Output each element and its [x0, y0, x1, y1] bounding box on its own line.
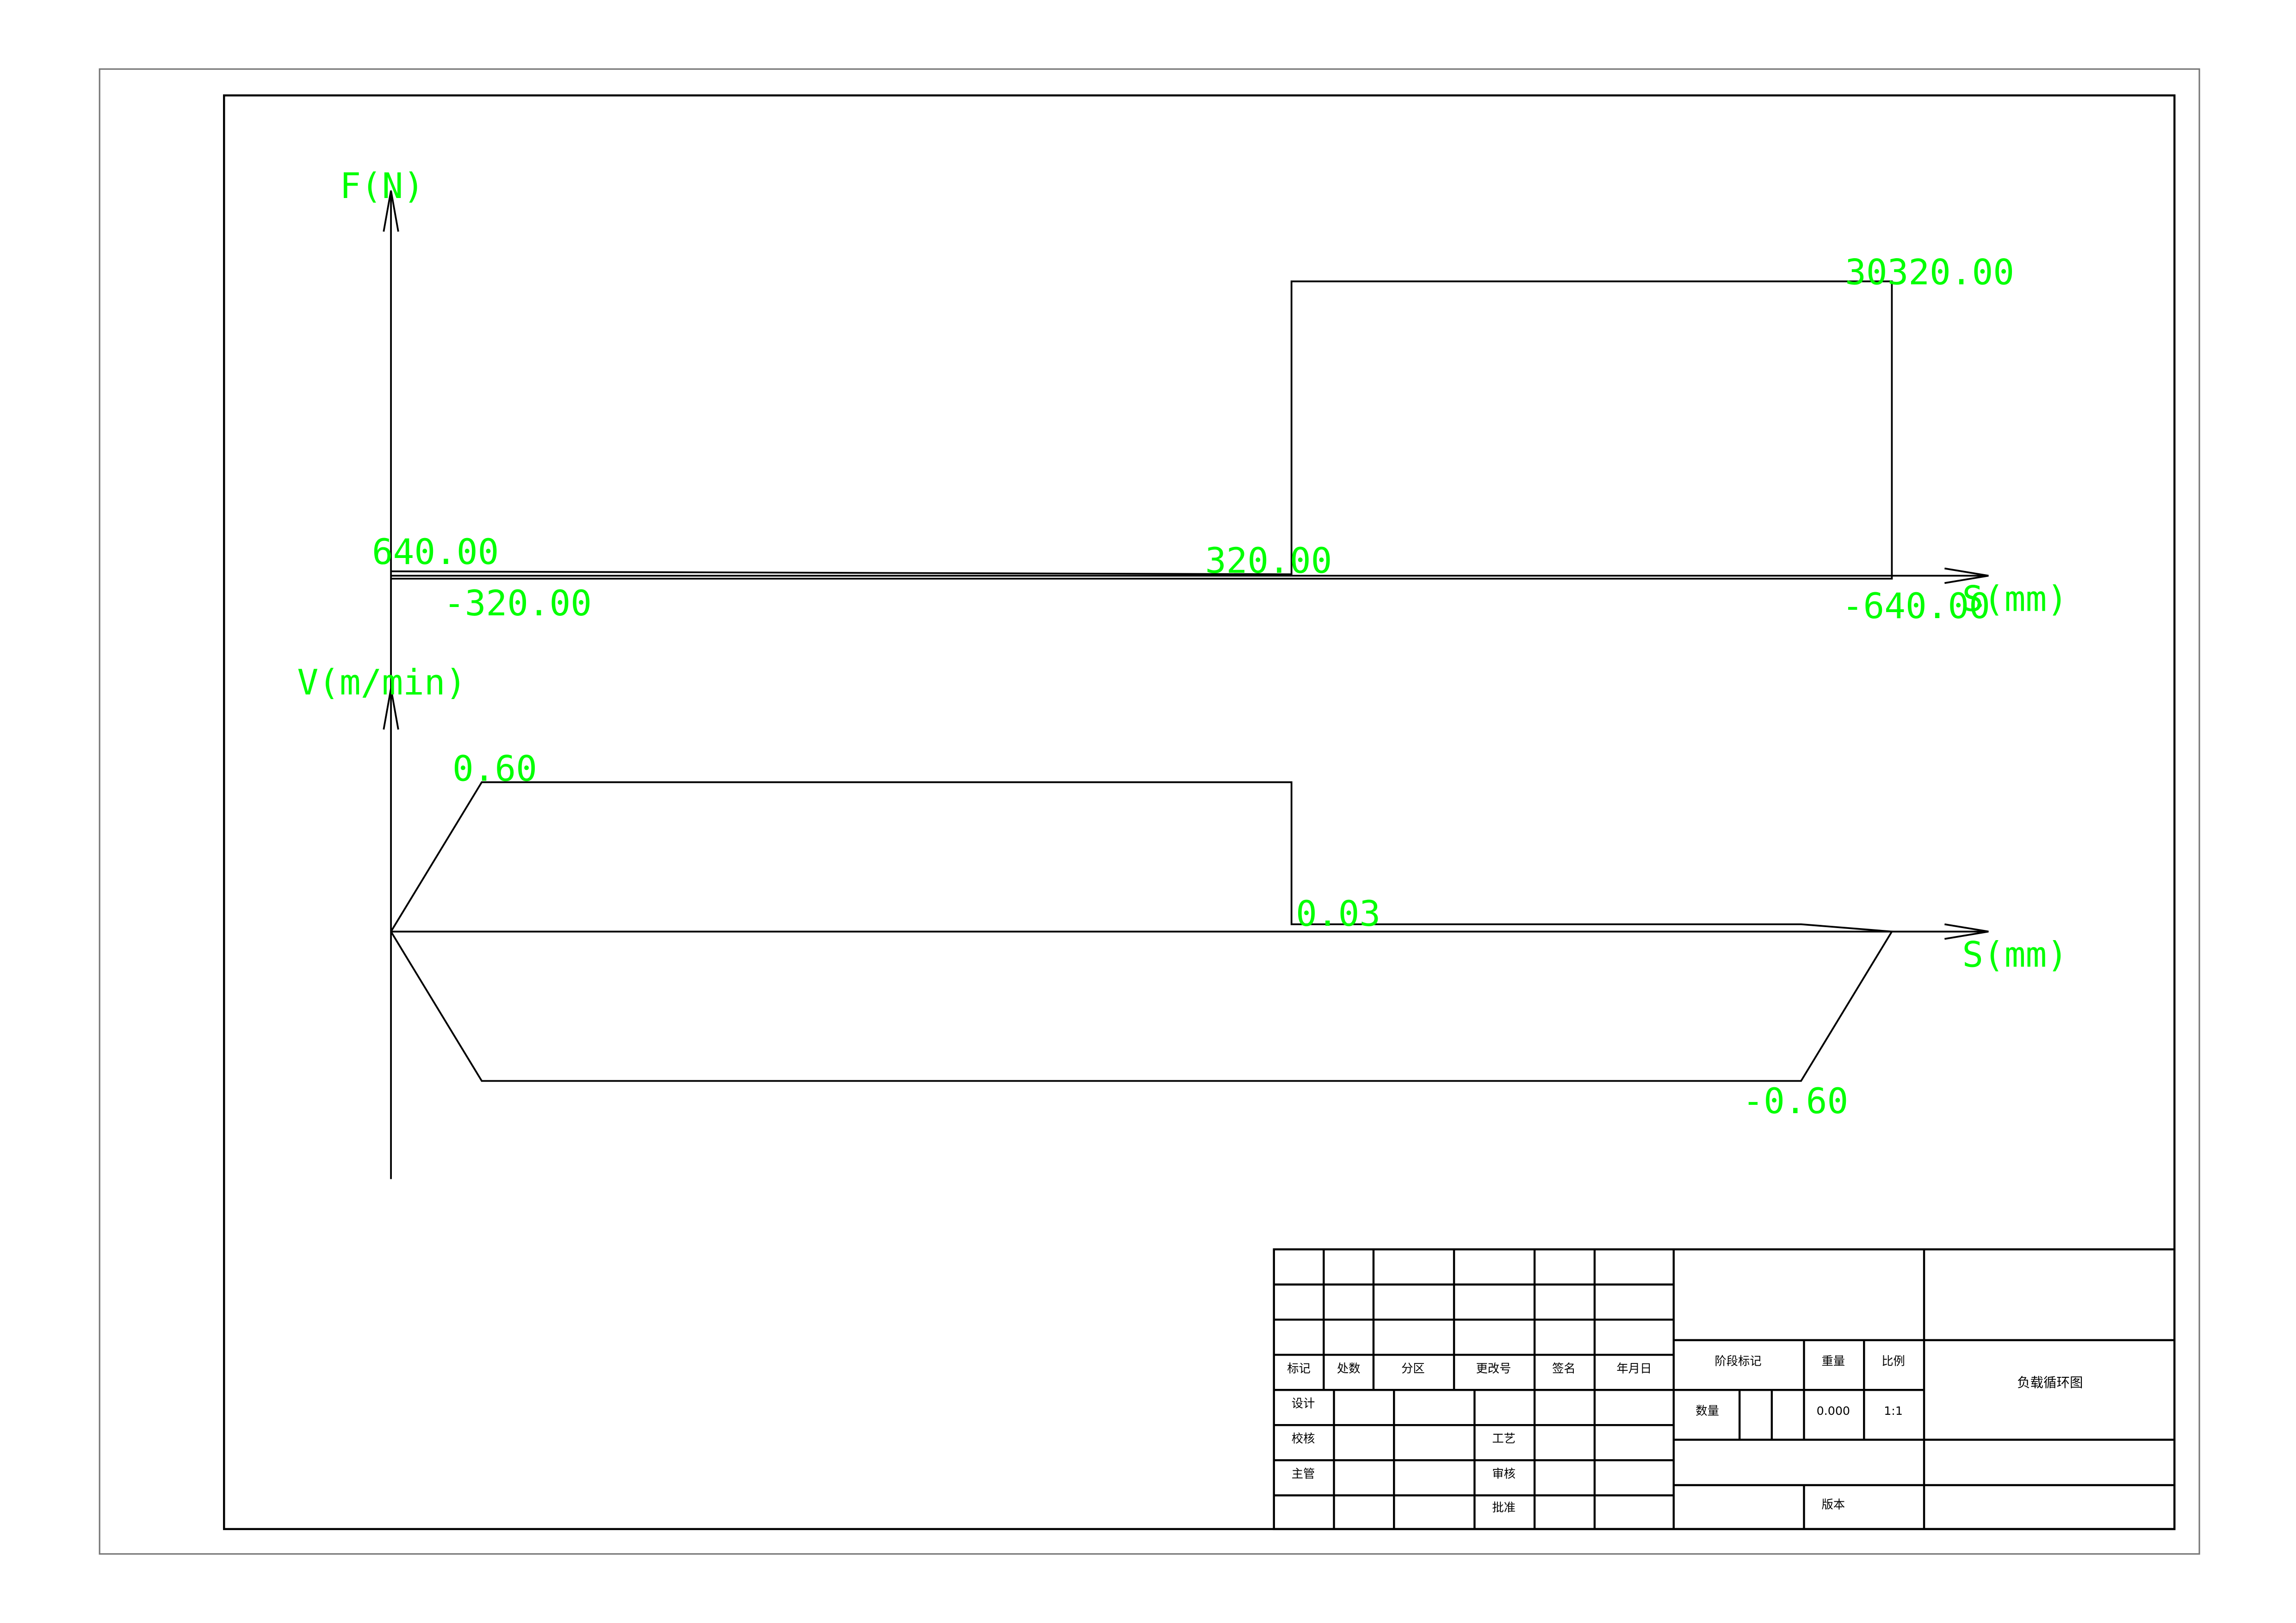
label-scale: 比例 [1881, 1354, 1905, 1368]
velocity-label-fast-return: -0.60 [1743, 1080, 1849, 1121]
force-label-peak: 30320.00 [1845, 252, 2014, 293]
label-quantity: 数量 [1696, 1404, 1719, 1418]
label-process: 工艺 [1492, 1431, 1516, 1445]
label-version: 版本 [1821, 1498, 1845, 1511]
label-approve: 批准 [1492, 1500, 1516, 1514]
v-axis-label: V(m/min) [297, 662, 467, 703]
force-profile [391, 280, 1893, 580]
header-signature: 签名 [1552, 1361, 1576, 1375]
force-label-end: -640.00 [1842, 585, 1990, 626]
title-block-grid [1274, 1249, 2175, 1529]
label-supervisor: 主管 [1292, 1467, 1315, 1481]
v-s-axis-label: S(mm) [1962, 934, 2068, 975]
inner-frame [223, 94, 2176, 1530]
f-axis-arrow-icon [383, 190, 399, 232]
header-date: 年月日 [1616, 1361, 1652, 1375]
force-diagram: F(N) S(mm) 640.00 -320.00 320.00 30320.0… [340, 165, 2068, 1179]
label-check: 校核 [1292, 1431, 1315, 1445]
force-label-start-return: -320.00 [444, 582, 592, 624]
header-mark: 标记 [1287, 1361, 1311, 1375]
force-label-mid: 320.00 [1205, 540, 1332, 581]
scale-value: 1:1 [1884, 1404, 1903, 1418]
label-stage-mark: 阶段标记 [1714, 1354, 1761, 1368]
header-change-no: 更改号 [1476, 1361, 1511, 1375]
velocity-label-work-feed: 0.03 [1296, 893, 1380, 934]
header-zone: 分区 [1401, 1361, 1425, 1375]
title-block: 标记 处数 分区 更改号 签名 年月日 设计 校核 主管 工艺 审核 批准 阶段… [1273, 1248, 2176, 1530]
force-label-start: 640.00 [372, 531, 499, 572]
outer-border [99, 68, 2200, 1555]
f-s-axis-label: S(mm) [1962, 578, 2068, 619]
v-s-axis-arrow-icon [1944, 923, 1989, 940]
velocity-profile [390, 781, 1894, 1082]
drawing-title: 负载循环图 [2017, 1375, 2083, 1390]
header-count: 处数 [1337, 1361, 1361, 1375]
label-design: 设计 [1292, 1396, 1315, 1410]
velocity-label-fast-forward: 0.60 [452, 748, 537, 789]
weight-value: 0.000 [1817, 1404, 1850, 1418]
v-axis-arrow-icon [383, 688, 399, 730]
f-s-axis-arrow-icon [1944, 567, 1989, 584]
label-review: 审核 [1492, 1467, 1516, 1481]
velocity-diagram: V(m/min) S(mm) 0.60 0.03 -0.60 [297, 662, 2068, 1121]
f-axis-label: F(N) [340, 165, 424, 206]
label-weight: 重量 [1821, 1354, 1845, 1368]
